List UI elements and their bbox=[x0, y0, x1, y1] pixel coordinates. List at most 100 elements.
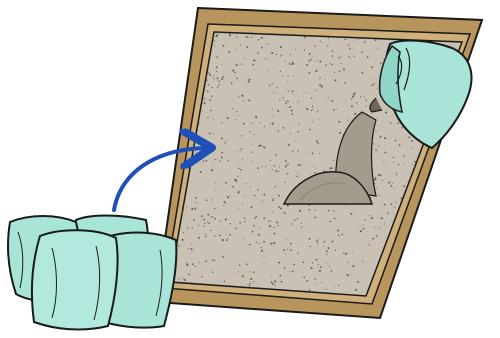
sand-speck bbox=[319, 154, 320, 155]
sand-speck bbox=[191, 282, 192, 283]
sand-speck bbox=[347, 206, 348, 207]
sand-speck bbox=[214, 260, 215, 261]
sand-speck bbox=[209, 99, 211, 101]
sand-speck bbox=[304, 36, 306, 38]
sand-speck bbox=[395, 140, 397, 142]
sand-speck bbox=[258, 145, 260, 147]
sand-speck bbox=[355, 40, 356, 41]
sand-speck bbox=[330, 63, 331, 64]
sand-speck bbox=[366, 106, 367, 107]
sand-speck bbox=[202, 111, 203, 112]
sand-speck bbox=[283, 97, 284, 98]
sand-speck bbox=[232, 108, 233, 109]
sand-speck bbox=[309, 238, 311, 240]
sand-speck bbox=[235, 272, 236, 273]
sand-speck bbox=[251, 123, 252, 124]
sand-speck bbox=[338, 285, 339, 286]
sand-speck bbox=[394, 207, 395, 208]
sand-speck bbox=[375, 177, 377, 179]
sand-speck bbox=[315, 278, 317, 280]
sand-speck bbox=[239, 222, 241, 224]
sand-speck bbox=[303, 276, 305, 278]
sand-speck bbox=[290, 243, 292, 245]
sand-speck bbox=[316, 141, 318, 143]
sand-speck bbox=[256, 242, 257, 243]
sand-speck bbox=[290, 249, 292, 251]
sand-speck bbox=[242, 275, 244, 277]
sand-speck bbox=[358, 39, 359, 40]
sand-speck bbox=[254, 69, 255, 70]
sand-speck bbox=[254, 195, 255, 196]
sand-speck bbox=[317, 284, 318, 285]
sand-speck bbox=[278, 171, 279, 172]
sand-speck bbox=[228, 160, 229, 161]
sand-speck bbox=[331, 55, 333, 57]
sand-speck bbox=[333, 160, 334, 161]
sand-speck bbox=[210, 217, 211, 218]
sand-speck bbox=[285, 103, 287, 105]
sand-speck bbox=[223, 256, 225, 258]
sand-speck bbox=[192, 264, 193, 265]
sand-speck bbox=[312, 106, 313, 107]
sand-speck bbox=[243, 238, 244, 239]
sand-speck bbox=[212, 216, 213, 217]
sand-speck bbox=[214, 218, 216, 220]
sand-speck bbox=[292, 62, 294, 64]
sand-speck bbox=[331, 167, 333, 169]
sand-speck bbox=[319, 61, 321, 63]
sand-speck bbox=[300, 165, 301, 166]
sand-speck bbox=[332, 241, 334, 243]
sand-speck bbox=[334, 72, 335, 73]
sand-speck bbox=[287, 173, 288, 174]
sand-speck bbox=[195, 266, 196, 267]
sand-speck bbox=[269, 85, 270, 86]
sand-speck bbox=[281, 281, 283, 283]
sand-speck bbox=[248, 284, 249, 285]
sand-speck bbox=[199, 262, 200, 263]
sand-speck bbox=[255, 216, 256, 217]
sand-speck bbox=[328, 38, 329, 39]
sand-speck bbox=[229, 33, 231, 35]
sand-speck bbox=[201, 158, 202, 159]
sand-speck bbox=[207, 214, 209, 216]
sand-speck bbox=[317, 111, 318, 112]
sand-speck bbox=[209, 148, 210, 149]
sand-speck bbox=[222, 76, 224, 78]
sand-speck bbox=[253, 281, 254, 282]
sand-speck bbox=[311, 59, 312, 60]
sand-speck bbox=[292, 91, 294, 93]
sand-speck bbox=[203, 161, 205, 163]
sand-speck bbox=[312, 109, 313, 110]
sand-speck bbox=[252, 231, 254, 233]
sand-speck bbox=[212, 199, 213, 200]
sand-speck bbox=[178, 279, 179, 280]
sand-speck bbox=[222, 240, 223, 241]
sand-speck bbox=[206, 160, 208, 162]
sand-speck bbox=[216, 71, 217, 72]
sand-speck bbox=[272, 83, 273, 84]
sand-speck bbox=[209, 74, 211, 76]
sand-speck bbox=[187, 227, 188, 228]
sand-speck bbox=[326, 254, 327, 255]
sand-speck bbox=[355, 289, 357, 291]
sand-speck bbox=[241, 135, 242, 136]
sand-speck bbox=[206, 199, 208, 201]
sand-speck bbox=[306, 108, 308, 110]
sand-speck bbox=[270, 243, 272, 245]
sand-speck bbox=[331, 271, 332, 272]
sand-speck bbox=[226, 239, 228, 241]
sand-speck bbox=[245, 183, 246, 184]
sand-speck bbox=[280, 208, 282, 210]
sand-speck bbox=[273, 116, 274, 117]
sand-speck bbox=[380, 175, 382, 177]
sand-speck bbox=[320, 41, 321, 42]
sand-speck bbox=[263, 257, 264, 258]
sand-speck bbox=[186, 207, 187, 208]
sand-speck bbox=[249, 282, 251, 284]
sand-speck bbox=[291, 64, 292, 65]
sand-speck bbox=[371, 66, 373, 68]
sand-speck bbox=[390, 203, 391, 204]
sand-speck bbox=[217, 77, 219, 79]
sand-speck bbox=[248, 81, 250, 83]
sand-speck bbox=[370, 78, 371, 79]
